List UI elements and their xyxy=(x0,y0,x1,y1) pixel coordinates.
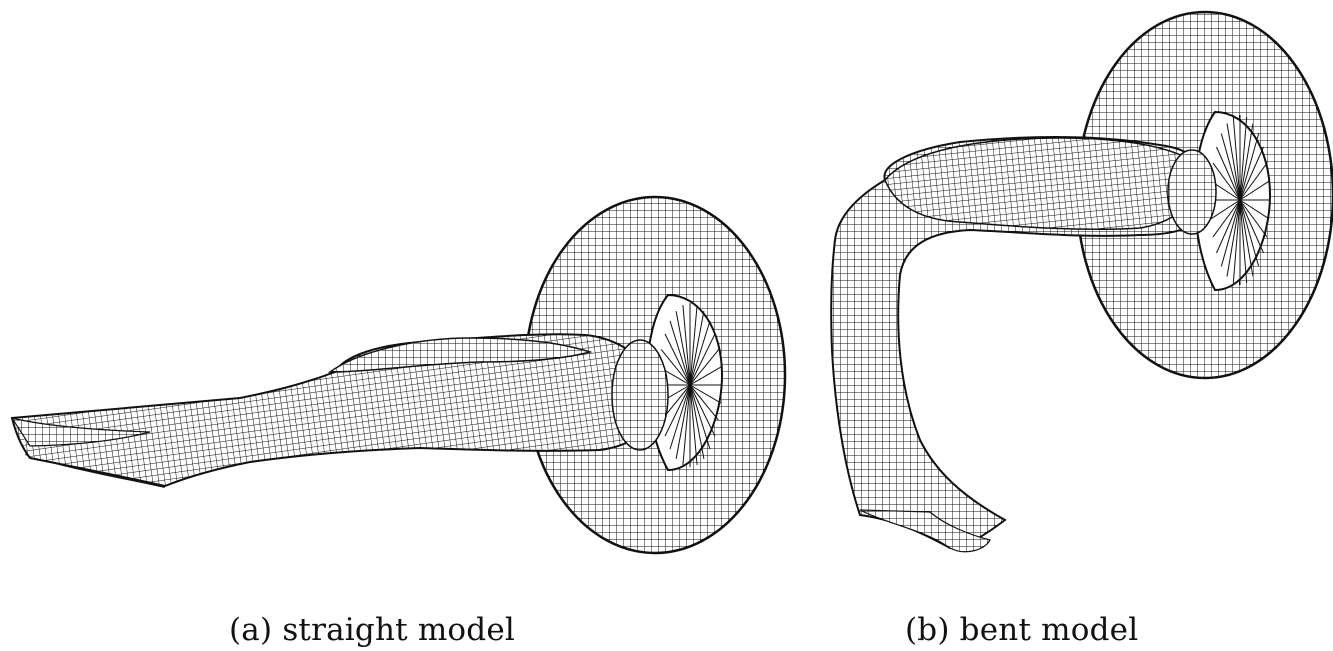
cup-radial-line xyxy=(1239,146,1264,201)
cup-radial-line xyxy=(1212,199,1241,238)
cup-radial-line xyxy=(1239,199,1260,267)
cup-radial-line xyxy=(1210,199,1241,220)
cup-radial-line xyxy=(689,384,711,450)
caption-bent-model: (b) bent model xyxy=(905,612,1139,648)
caption-straight-model: (a) straight model xyxy=(229,612,515,648)
cup-radial-line xyxy=(664,333,691,386)
cup-radial-line xyxy=(1216,199,1241,254)
cup-radial-line xyxy=(1239,123,1254,201)
cup-radial-line xyxy=(689,384,705,459)
cup-radial-line xyxy=(689,384,716,437)
cup-radial-line xyxy=(1216,146,1241,201)
cup-radial-line xyxy=(1226,199,1241,277)
cup-radial-line xyxy=(1239,199,1254,277)
cup-radial-line xyxy=(1220,133,1241,201)
cup-radial-line xyxy=(1232,117,1241,201)
cup-radial-line xyxy=(689,320,711,386)
cup-radial-line xyxy=(669,384,691,450)
cup-radial-line xyxy=(660,349,691,386)
cup-radial-line xyxy=(1220,199,1241,267)
cup-radial-line xyxy=(689,384,720,421)
cup-radial-line xyxy=(689,349,720,386)
bent-model-tube xyxy=(830,136,1217,553)
cup-radial-line xyxy=(689,366,722,386)
cup-radial-line xyxy=(682,384,691,465)
cup-radial-line xyxy=(1239,199,1264,254)
cup-radial-line xyxy=(1232,199,1241,283)
cup-radial-line xyxy=(675,311,691,386)
cup-radial-line xyxy=(689,333,716,386)
cup-radial-line xyxy=(1226,123,1241,201)
cup-radial-line xyxy=(1239,117,1248,201)
cup-radial-line xyxy=(689,384,722,404)
cup-radial-line xyxy=(1212,162,1241,201)
cup-radial-line xyxy=(689,311,705,386)
cup-radial-line xyxy=(689,384,698,465)
bent-model-panel xyxy=(830,10,1333,553)
cup-radial-line xyxy=(1239,180,1270,201)
cup-radial-line xyxy=(1239,199,1270,220)
straight-model-panel xyxy=(10,195,787,555)
cup-radial-line xyxy=(1239,199,1248,283)
cup-radial-line xyxy=(675,384,691,459)
cup-radial-line xyxy=(1239,199,1268,238)
cup-radial-line xyxy=(682,305,691,386)
cup-radial-line xyxy=(689,305,698,386)
cup-radial-line xyxy=(664,384,691,437)
cup-radial-line xyxy=(1239,133,1260,201)
straight-model-tube xyxy=(10,333,669,488)
cup-radial-line xyxy=(1239,162,1268,201)
cup-radial-line xyxy=(669,320,691,386)
